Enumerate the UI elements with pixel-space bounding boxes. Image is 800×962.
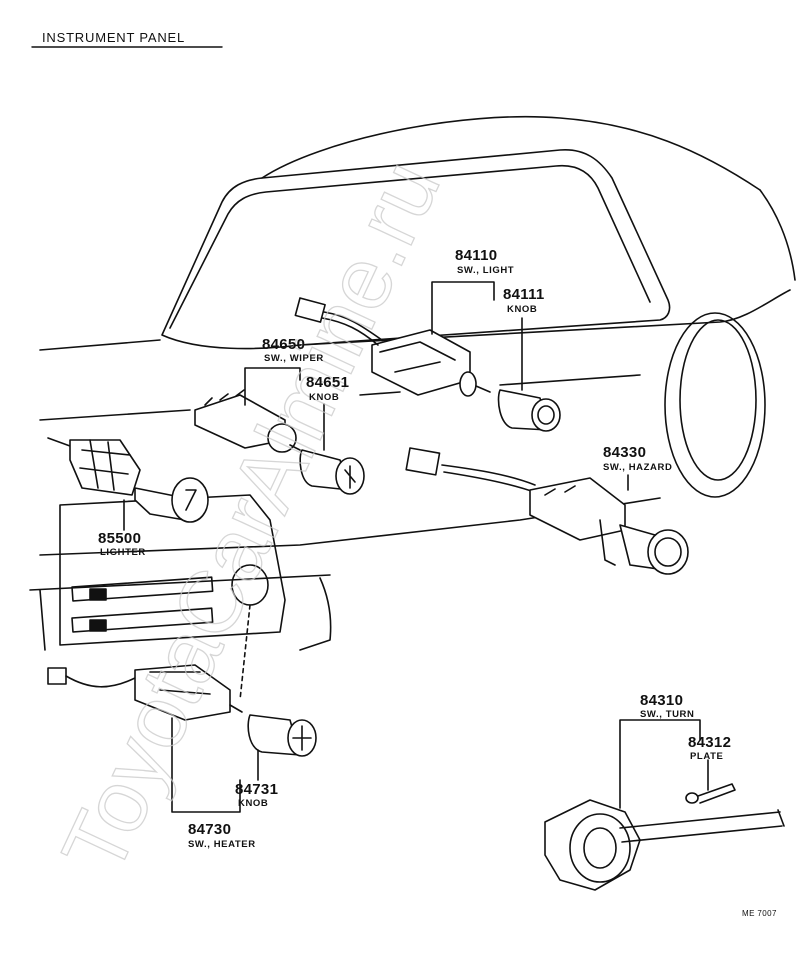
dash-upper-rail [39, 289, 791, 351]
part-name-84310: SW., TURN [640, 709, 695, 720]
column-bezel-inner [679, 319, 757, 481]
part-name-84730: SW., HEATER [188, 839, 256, 850]
part-number-84330: 84330 [603, 444, 647, 461]
heater-lever-1 [89, 588, 107, 601]
part-number-84312: 84312 [688, 734, 732, 751]
part-number-84730: 84730 [188, 821, 232, 838]
part-number-84110: 84110 [455, 247, 498, 264]
turn-switch-body [544, 799, 785, 891]
part-number-84731: 84731 [235, 781, 279, 798]
leader-84730 [171, 717, 241, 813]
dash-hood-top [261, 115, 761, 191]
lighter-body [47, 437, 209, 523]
part-number-85500: 85500 [98, 530, 142, 547]
part-name-85500: LIGHTER [100, 547, 146, 558]
heater-lever-2 [89, 619, 107, 632]
part-number-84650: 84650 [262, 336, 306, 353]
heater-slot-1 [71, 576, 214, 602]
part-number-84651: 84651 [306, 374, 350, 391]
heater-panel [59, 494, 286, 646]
dash-cluster-hood [161, 149, 671, 350]
wiper-switch-body [194, 389, 301, 453]
light-switch-body [294, 297, 491, 397]
part-name-84111: KNOB [507, 304, 538, 315]
hazard-switch-body [405, 447, 689, 575]
page-title: INSTRUMENT PANEL [42, 30, 186, 45]
column-bezel-outer [664, 312, 766, 498]
part-name-84650: SW., WIPER [264, 353, 324, 364]
wiper-knob [299, 449, 365, 495]
heater-guide-dashed [239, 604, 251, 701]
leader-84650 [244, 367, 301, 406]
part-number-84310: 84310 [640, 692, 684, 709]
heater-switch-body [47, 664, 243, 721]
part-name-84731: KNOB [238, 798, 269, 809]
dash-mid-rail [39, 374, 641, 421]
part-name-84330: SW., HAZARD [603, 462, 673, 473]
light-knob [497, 389, 561, 432]
leader-84310 [619, 719, 701, 809]
drawing-code: ME 7007 [742, 909, 777, 918]
part-name-84312: PLATE [690, 751, 724, 762]
leader-84110 [431, 281, 495, 335]
turn-plate [685, 783, 736, 804]
heater-slot-2 [71, 607, 214, 633]
part-name-84110: SW., LIGHT [457, 265, 515, 276]
part-number-84111: 84111 [503, 286, 545, 303]
dash-right-edge [759, 189, 796, 281]
dash-hood-rim [169, 164, 651, 329]
heater-vent-round [231, 564, 269, 606]
part-name-84651: KNOB [309, 392, 340, 403]
heater-knob [247, 714, 317, 757]
